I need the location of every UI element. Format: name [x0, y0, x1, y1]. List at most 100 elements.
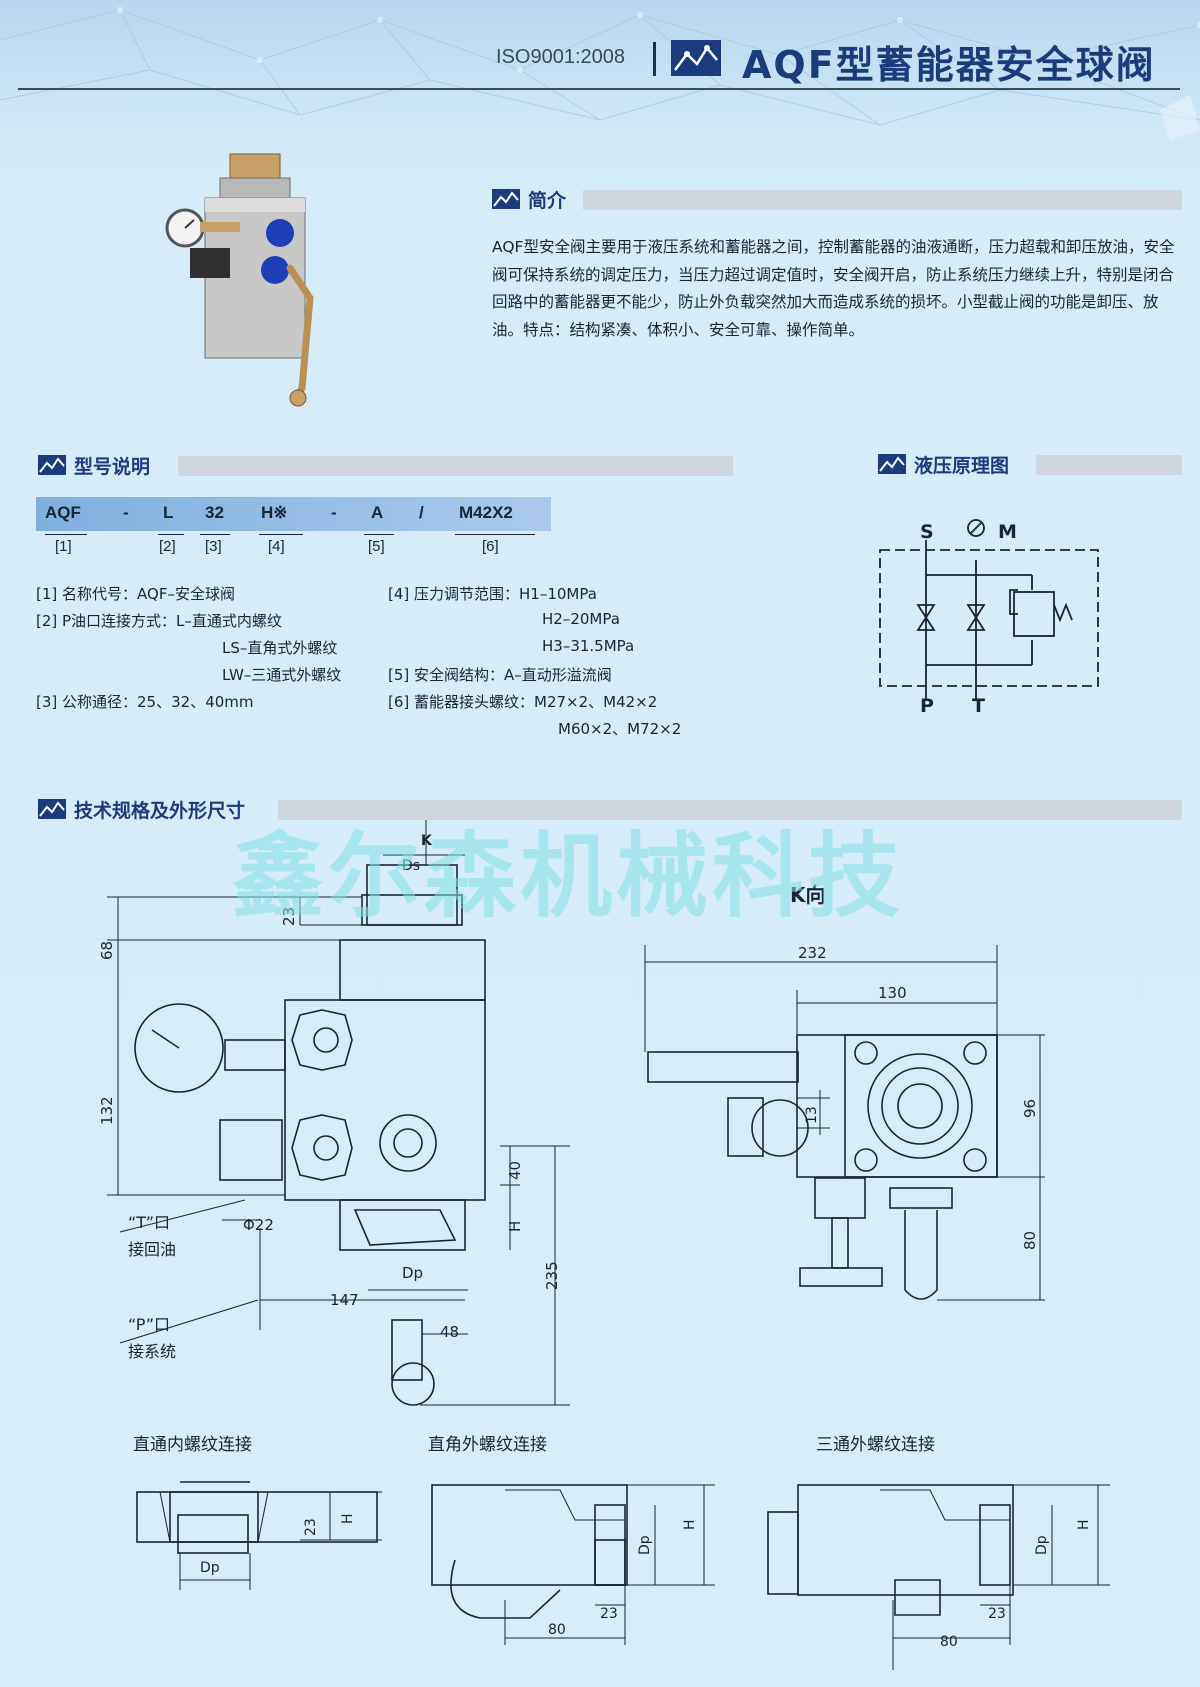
section-logo-icon — [492, 189, 520, 209]
dim-235: 235 — [543, 1261, 561, 1290]
header-rule — [18, 88, 1180, 90]
model-desc-2: [2] P油口连接方式：L–直通式内螺纹 — [36, 612, 282, 630]
model-code-4: H※ — [261, 503, 288, 522]
model-code-1: AQF — [45, 503, 81, 522]
section-logo-icon — [38, 455, 66, 475]
conn-1-title: 直通内螺纹连接 — [133, 1435, 252, 1455]
model-code-slash: / — [419, 503, 424, 522]
hydraulic-heading-bar — [1036, 455, 1182, 475]
model-index-2: [2] — [159, 538, 176, 555]
dim-68: 68 — [98, 941, 116, 960]
model-code-sep: - — [331, 503, 337, 522]
conn-2-title: 直角外螺纹连接 — [428, 1435, 547, 1455]
schematic-label-s: S — [920, 521, 934, 543]
k-view-dimensions — [644, 945, 1045, 1301]
intro-heading-bar — [583, 190, 1182, 210]
model-desc-5: [5] 安全阀结构：A–直动形溢流阀 — [388, 666, 612, 684]
model-underline — [259, 534, 303, 535]
header-background-graphic — [0, 0, 1200, 140]
model-heading: 型号说明 — [38, 451, 150, 479]
watermark-text: 鑫尔森机械科技 — [232, 823, 905, 930]
model-desc-6: [6] 蓄能器接头螺纹：M27×2、M42×2 — [388, 693, 658, 711]
dim-48: 48 — [440, 1323, 459, 1341]
model-desc-1: [1] 名称代号：AQF–安全球阀 — [36, 585, 235, 603]
model-code-6: M42X2 — [459, 503, 513, 522]
t-port-label: “T”口 — [128, 1213, 170, 1232]
model-index-5: [5] — [368, 538, 385, 555]
model-index-4: [4] — [268, 538, 285, 555]
dim-dp: Dp — [402, 1264, 423, 1282]
schematic-label-p: P — [920, 695, 934, 717]
schematic-label-t: T — [972, 695, 985, 717]
conn-2-dim-23: 23 — [600, 1606, 618, 1622]
model-heading-bar — [178, 456, 733, 476]
dim-23: 23 — [280, 907, 298, 926]
front-view-dimensions — [107, 820, 570, 1406]
model-underline — [158, 534, 184, 535]
model-underline — [455, 534, 535, 535]
connection-straight-drawing — [136, 1481, 378, 1554]
intro-heading: 简介 — [492, 185, 566, 213]
model-desc-4c: H3–31.5MPa — [542, 637, 635, 655]
iso-certification: ISO9001:2008 — [496, 46, 625, 68]
brand-logo-icon — [671, 40, 721, 76]
front-view-drawing — [134, 864, 486, 1406]
page-title: AQF型蓄能器安全球阀 — [742, 43, 1156, 87]
schematic-label-m: M — [998, 521, 1017, 543]
conn-1-dim-h: H — [340, 1513, 356, 1524]
dim-40: 40 — [506, 1161, 524, 1180]
conn-2-dim-dp: Dp — [637, 1535, 653, 1555]
conn-3-title: 三通外螺纹连接 — [816, 1435, 935, 1455]
model-code-5: A — [371, 503, 384, 522]
model-code-3: 32 — [205, 503, 224, 522]
t-port-sub: 接回油 — [128, 1240, 176, 1259]
k-view-title: K向 — [790, 883, 826, 907]
dim-h: H — [506, 1221, 524, 1232]
model-underline — [200, 534, 230, 535]
model-desc-2c: LW–三通式外螺纹 — [222, 666, 342, 684]
dim-132: 132 — [98, 1096, 116, 1125]
dim-phi22: Φ22 — [243, 1216, 274, 1234]
model-underline — [45, 534, 87, 535]
header-separator — [653, 42, 656, 76]
dim-232: 232 — [798, 944, 827, 962]
conn-2-dim-h: H — [682, 1519, 698, 1530]
hydraulic-schematic — [879, 519, 1099, 700]
model-desc-6b: M60×2、M72×2 — [558, 720, 682, 738]
conn-1-dim-dp: Dp — [200, 1560, 220, 1576]
model-index-3: [3] — [205, 538, 222, 555]
conn-2-dim-80: 80 — [548, 1622, 566, 1638]
connection-tee-drawing — [767, 1484, 1014, 1616]
section-logo-icon — [38, 799, 66, 819]
model-desc-4b: H2–20MPa — [542, 610, 620, 628]
model-code-sep: - — [123, 503, 129, 522]
p-port-label: “P”口 — [128, 1315, 170, 1334]
model-index-1: [1] — [55, 538, 72, 555]
dim-147: 147 — [330, 1291, 359, 1309]
dim-130: 130 — [878, 984, 907, 1002]
model-index-6: [6] — [482, 538, 499, 555]
model-desc-4: [4] 压力调节范围：H1–10MPa — [388, 585, 597, 603]
model-code-band — [36, 497, 551, 531]
conn-3-dim-h: H — [1076, 1519, 1092, 1530]
k-view-drawing — [647, 1034, 998, 1300]
dim-96: 96 — [1021, 1099, 1039, 1118]
intro-text: AQF型安全阀主要用于液压系统和蓄能器之间，控制蓄能器的油液通断，压力超载和卸压… — [492, 238, 1175, 339]
conn-3-dim-80: 80 — [940, 1634, 958, 1650]
dim-k: K — [421, 833, 433, 849]
conn-1-dim-23: 23 — [303, 1518, 319, 1536]
model-code-2: L — [163, 503, 174, 522]
spec-heading: 技术规格及外形尺寸 — [38, 795, 245, 823]
model-desc-3: [3] 公称通径：25、32、40mm — [36, 693, 254, 711]
model-desc-2b: LS–直角式外螺纹 — [222, 639, 338, 657]
section-logo-icon — [878, 454, 906, 474]
page-header: ISO9001:2008 AQF型蓄能器安全球阀 — [0, 34, 1200, 94]
model-underline — [364, 534, 394, 535]
dim-80: 80 — [1021, 1231, 1039, 1250]
connection-angle-drawing — [431, 1484, 628, 1619]
p-port-sub: 接系统 — [128, 1342, 176, 1361]
product-photo — [165, 153, 314, 407]
dim-13: 13 — [804, 1106, 820, 1124]
